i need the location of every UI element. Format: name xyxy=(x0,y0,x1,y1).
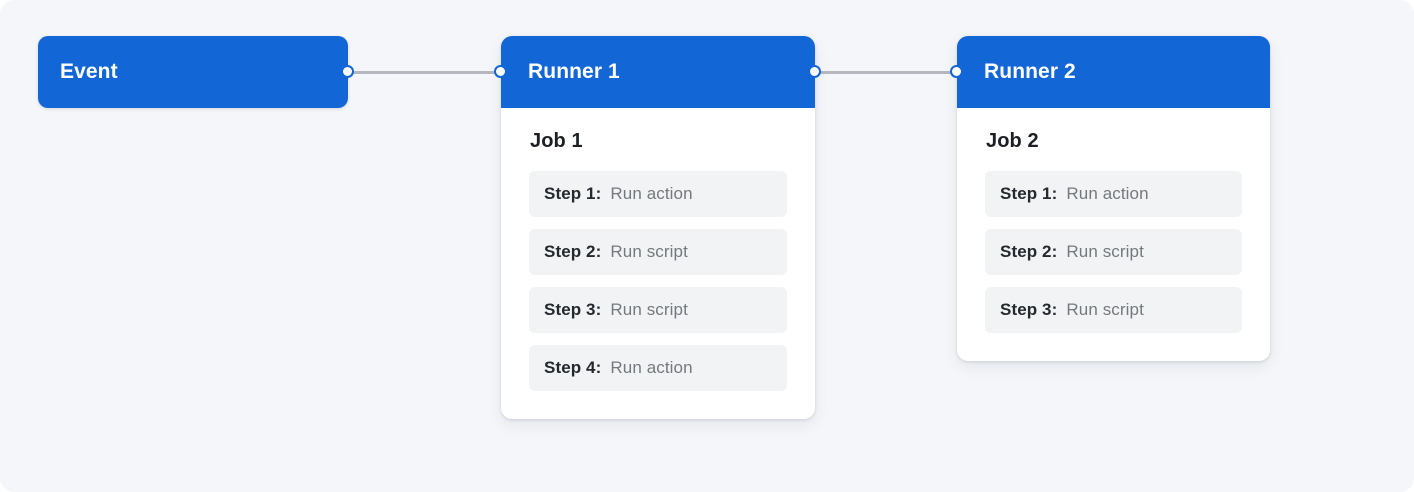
runner-2-body: Job 2 Step 1: Run action Step 2: Run scr… xyxy=(957,108,1270,361)
step-row[interactable]: Step 3: Run script xyxy=(529,287,787,333)
runner-1-step-list: Step 1: Run action Step 2: Run script St… xyxy=(529,171,787,391)
step-value: Run action xyxy=(1066,184,1149,203)
runner-1-header: Runner 1 xyxy=(501,36,815,108)
event-node-title: Event xyxy=(60,60,118,83)
runner-2-title: Runner 2 xyxy=(984,60,1076,83)
step-row[interactable]: Step 2: Run script xyxy=(529,229,787,275)
step-label: Step 4: xyxy=(544,358,602,377)
step-label: Step 1: xyxy=(544,184,602,203)
port-event-output[interactable] xyxy=(341,65,354,78)
event-node[interactable]: Event xyxy=(38,36,348,108)
step-row[interactable]: Step 2: Run script xyxy=(985,229,1242,275)
step-value: Run action xyxy=(610,358,693,377)
step-label: Step 1: xyxy=(1000,184,1058,203)
job-2-title: Job 2 xyxy=(986,130,1039,152)
runner-2-step-list: Step 1: Run action Step 2: Run script St… xyxy=(985,171,1242,333)
port-runner2-input[interactable] xyxy=(950,65,963,78)
runner-2-header: Runner 2 xyxy=(957,36,1270,108)
step-label: Step 3: xyxy=(544,300,602,319)
step-value: Run action xyxy=(610,184,693,203)
step-value: Run script xyxy=(610,300,688,319)
runner-card-2[interactable]: Runner 2 Job 2 Step 1: Run action Step 2… xyxy=(957,36,1270,361)
step-value: Run script xyxy=(610,242,688,261)
runner-card-1[interactable]: Runner 1 Job 1 Step 1: Run action Step 2… xyxy=(501,36,815,419)
step-row[interactable]: Step 4: Run action xyxy=(529,345,787,391)
connector-runner1-to-runner2 xyxy=(812,71,960,74)
runner-1-body: Job 1 Step 1: Run action Step 2: Run scr… xyxy=(501,108,815,419)
step-value: Run script xyxy=(1066,242,1144,261)
step-row[interactable]: Step 1: Run action xyxy=(529,171,787,217)
runner-1-title: Runner 1 xyxy=(528,60,620,83)
job-1-title: Job 1 xyxy=(530,130,583,152)
port-runner1-input[interactable] xyxy=(494,65,507,78)
port-runner1-output[interactable] xyxy=(808,65,821,78)
step-row[interactable]: Step 1: Run action xyxy=(985,171,1242,217)
step-label: Step 3: xyxy=(1000,300,1058,319)
step-value: Run script xyxy=(1066,300,1144,319)
connector-event-to-runner1 xyxy=(348,71,503,74)
step-row[interactable]: Step 3: Run script xyxy=(985,287,1242,333)
step-label: Step 2: xyxy=(544,242,602,261)
step-label: Step 2: xyxy=(1000,242,1058,261)
